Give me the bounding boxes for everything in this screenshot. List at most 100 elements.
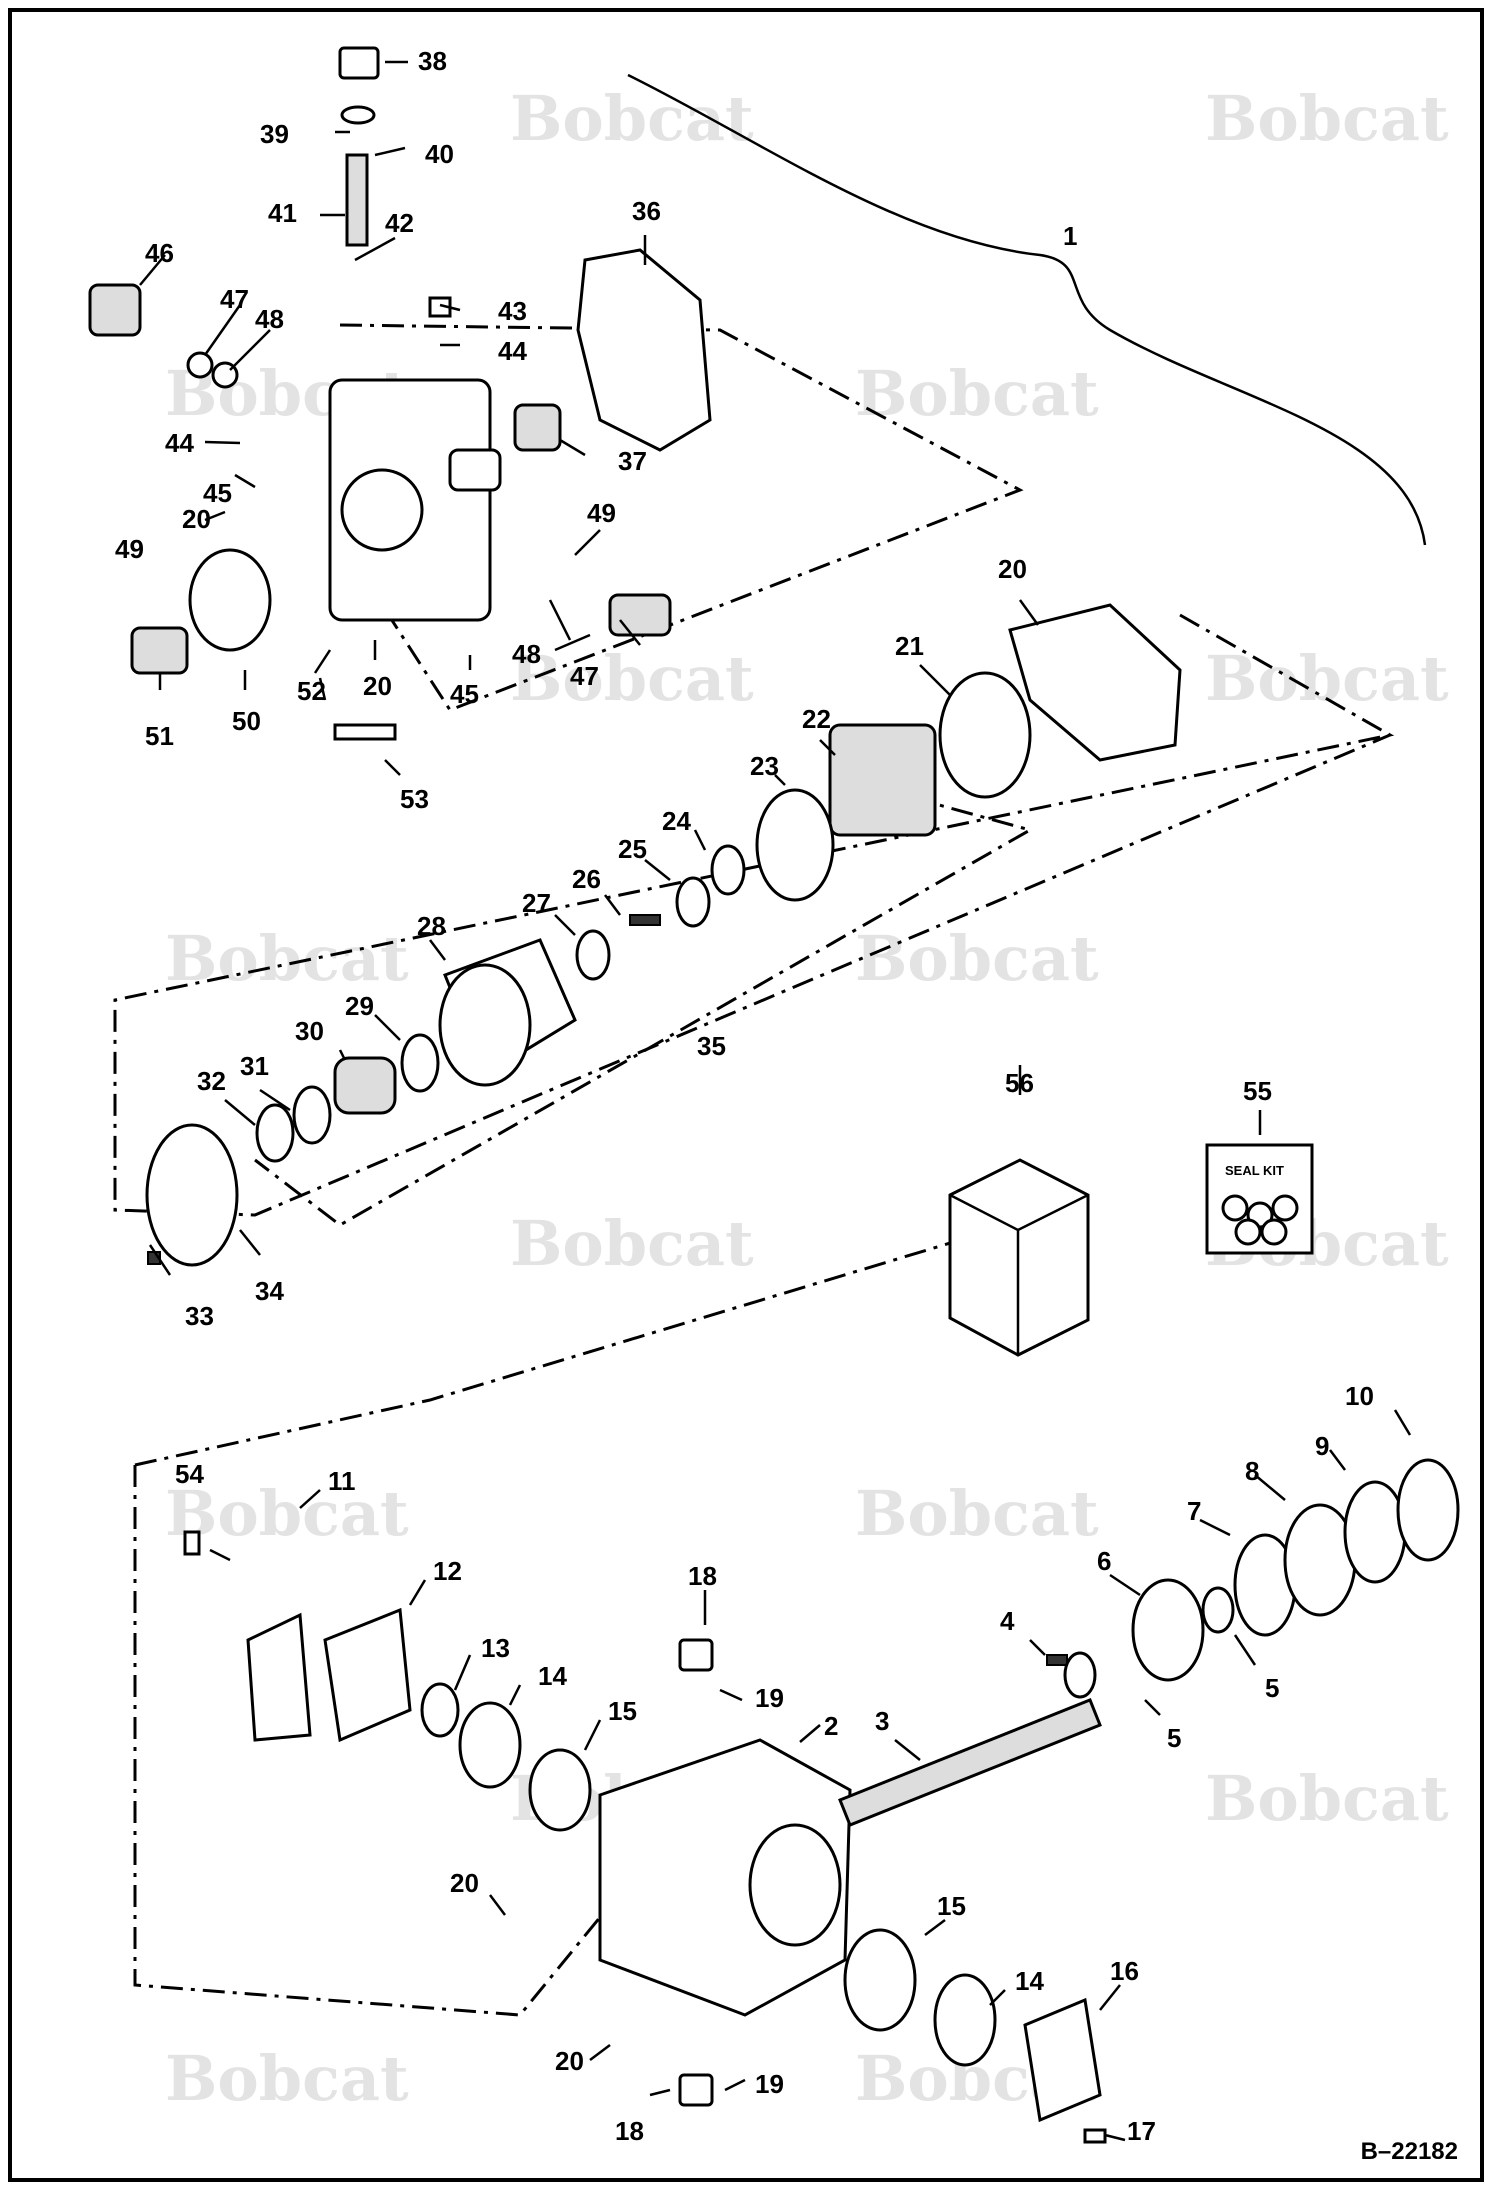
part-16-cover <box>1023 1997 1102 2123</box>
part-13-seal <box>420 1682 460 1738</box>
callout-55: 54 <box>175 1459 204 1489</box>
part-51-ring <box>188 548 272 652</box>
callout-49: 48 <box>255 304 284 334</box>
part-10-ring <box>1396 1458 1460 1562</box>
watermark: Bobcat <box>510 82 754 155</box>
watermark: Bobcat <box>165 2042 409 2115</box>
callout-33: 32 <box>197 1066 226 1096</box>
callout-21: 20 <box>998 554 1027 584</box>
callout-39: 38 <box>418 46 447 76</box>
part-52-bearing <box>130 626 189 675</box>
callout-19: 19 <box>755 2069 784 2099</box>
seal-kit-label: SEAL KIT <box>1225 1163 1284 1178</box>
part-32-ring <box>292 1085 332 1145</box>
part-29-barrel-face <box>438 963 532 1087</box>
callout-4: 4 <box>1000 1606 1015 1636</box>
callout-45: 45 <box>203 478 232 508</box>
callout-22: 21 <box>895 631 924 661</box>
leader-lines <box>139 60 1412 2142</box>
parts-layer: SEAL KIT <box>88 46 1460 2144</box>
part-15-bearing <box>528 1748 592 1832</box>
callout-15: 15 <box>608 1696 637 1726</box>
part-40-ring <box>340 105 376 125</box>
callout-32: 31 <box>240 1051 269 1081</box>
callout-35: 34 <box>255 1276 284 1306</box>
callout-51: 50 <box>232 706 261 736</box>
callout-42: 41 <box>268 198 297 228</box>
part-24-retainer <box>755 788 835 902</box>
part-5-ring <box>1063 1651 1097 1699</box>
callout-57: 56 <box>1005 1068 1034 1098</box>
callout-14: 14 <box>1015 1966 1044 1996</box>
watermark: Bobcat <box>1205 642 1449 715</box>
watermark: Bobcat <box>1205 82 1449 155</box>
callout-50: 49 <box>115 534 144 564</box>
watermark: Bobcat <box>510 1207 754 1280</box>
callout-44: 43 <box>498 296 527 326</box>
diagram-border <box>8 8 1484 2182</box>
callout-56: 55 <box>1243 1076 1272 1106</box>
callout-40: 39 <box>260 119 289 149</box>
part-27-pin <box>629 914 661 926</box>
callout-43: 42 <box>385 208 414 238</box>
part-25-ring <box>710 844 746 896</box>
callout-19: 19 <box>755 1683 784 1713</box>
callout-44: 44 <box>165 428 194 458</box>
callout-20: 20 <box>182 504 211 534</box>
part-46-port <box>340 468 424 552</box>
callout-18: 18 <box>688 1561 717 1591</box>
callout-20: 20 <box>450 1868 479 1898</box>
callout-6: 6 <box>1097 1546 1111 1576</box>
part-30-ring <box>400 1033 440 1093</box>
callout-18: 18 <box>615 2116 644 2146</box>
callout-25: 24 <box>662 806 691 836</box>
part-11-gasket <box>246 1612 312 1742</box>
callout-29: 28 <box>417 911 446 941</box>
callout-labels: 1 2 3 4 5 5 6 7 8 9 10 11 12 13 14 14 15… <box>115 46 1374 2146</box>
callout-48: 47 <box>220 284 249 314</box>
callout-12: 12 <box>433 1556 462 1586</box>
callout-41: 40 <box>425 139 454 169</box>
watermark: Bobcat <box>855 922 1099 995</box>
callout-38: 37 <box>618 446 647 476</box>
callout-30: 29 <box>345 991 374 1021</box>
part-22-plate <box>938 671 1032 799</box>
part-47-fitting <box>88 283 142 337</box>
watermark: Bobcat <box>1205 1762 1449 1835</box>
part-47-fitting <box>608 593 672 637</box>
callout-28: 27 <box>522 888 551 918</box>
part-21-swashplate <box>1008 603 1182 762</box>
part-33-ring <box>255 1103 295 1163</box>
part-26-ring <box>675 876 711 928</box>
watermark: Bobcat <box>165 922 409 995</box>
part-35-valve-plate <box>145 1123 239 1267</box>
callout-10: 10 <box>1345 1381 1374 1411</box>
callout-16: 16 <box>1110 1956 1139 1986</box>
callout-8: 8 <box>1245 1456 1259 1486</box>
callout-49: 49 <box>587 498 616 528</box>
part-42-spring <box>345 153 369 247</box>
part-2-housing <box>598 1738 852 2017</box>
part-6-bearing <box>1131 1578 1205 1682</box>
callout-2: 2 <box>824 1711 838 1741</box>
part-15-bearing <box>843 1928 917 2032</box>
callout-52: 51 <box>145 721 174 751</box>
part-18-plug <box>678 2073 714 2107</box>
part-12-cover <box>323 1607 412 1743</box>
callout-47: 47 <box>570 661 599 691</box>
part-18-plug <box>678 1638 714 1672</box>
callout-53: 52 <box>297 676 326 706</box>
assembly-bracket <box>627 73 1427 546</box>
callout-5: 5 <box>1167 1723 1181 1753</box>
callout-54: 53 <box>400 784 429 814</box>
callout-26: 25 <box>618 834 647 864</box>
callout-3: 3 <box>875 1706 889 1736</box>
callout-47: 46 <box>145 238 174 268</box>
part-5-ring <box>1201 1586 1235 1634</box>
part-3-shaft <box>838 1698 1102 1827</box>
callout-20: 20 <box>363 671 392 701</box>
part-31-spring <box>333 1056 397 1115</box>
part-17-bolt <box>1083 2128 1107 2144</box>
callout-14: 14 <box>538 1661 567 1691</box>
